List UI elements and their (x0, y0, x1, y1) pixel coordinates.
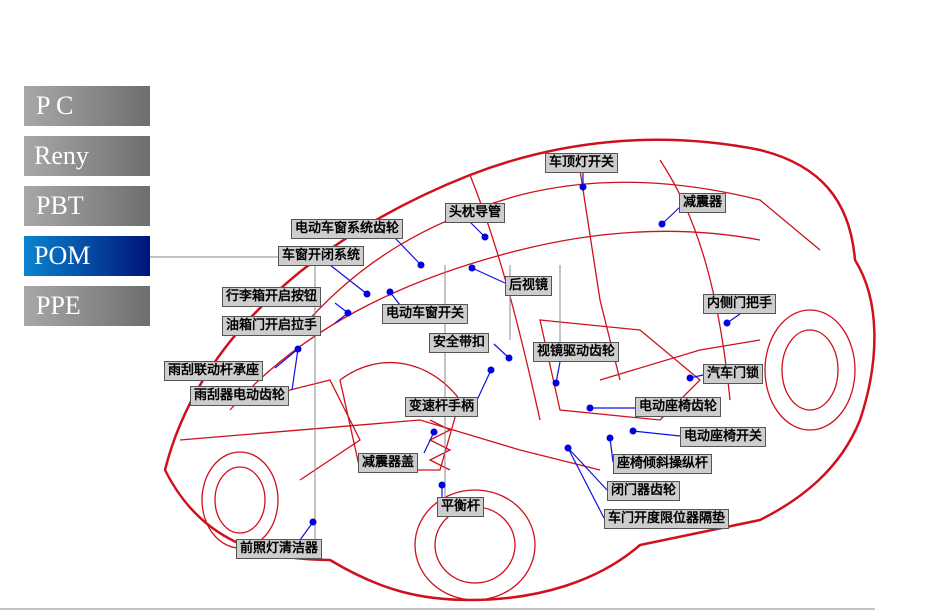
part-label[interactable]: 行李箱开启按钮 (222, 287, 322, 307)
part-label[interactable]: 头枕导管 (445, 203, 506, 223)
part-label[interactable]: 视镜驱动齿轮 (533, 342, 620, 362)
part-label[interactable]: 安全带扣 (429, 333, 490, 353)
part-label[interactable]: 前照灯清洁器 (236, 539, 323, 559)
part-label[interactable]: 电动车窗系统齿轮 (291, 219, 404, 239)
part-label[interactable]: 闭门器齿轮 (607, 481, 681, 501)
part-label[interactable]: 车顶灯开关 (545, 153, 619, 173)
car-outline (163, 138, 876, 602)
guide-lines (0, 256, 875, 610)
part-label[interactable]: 电动座椅开关 (680, 427, 767, 447)
part-label[interactable]: 平衡杆 (437, 497, 485, 517)
part-label[interactable]: 车窗开闭系统 (278, 246, 365, 266)
part-label[interactable]: 内侧门把手 (703, 294, 777, 314)
part-label[interactable]: 电动车窗开关 (382, 304, 469, 324)
part-label[interactable]: 汽车门锁 (703, 364, 764, 384)
material-reny[interactable]: Reny (24, 136, 150, 176)
part-label[interactable]: 雨刮器电动齿轮 (190, 386, 290, 406)
material-pom[interactable]: POM (24, 236, 150, 276)
part-label[interactable]: 电动座椅齿轮 (635, 397, 722, 417)
leader-lines (274, 172, 741, 541)
part-label[interactable]: 减震器 (679, 193, 727, 213)
material-pc[interactable]: P C (24, 86, 150, 126)
part-label[interactable]: 座椅倾斜操纵杆 (613, 454, 713, 474)
part-markers (294, 183, 731, 526)
material-pbt[interactable]: PBT (24, 186, 150, 226)
part-label[interactable]: 车门开度限位器隔垫 (604, 509, 730, 529)
part-label[interactable]: 减震器盖 (358, 453, 419, 473)
part-label[interactable]: 油箱门开启拉手 (222, 316, 322, 336)
part-label[interactable]: 雨刮联动杆承座 (164, 361, 264, 381)
part-label[interactable]: 变速杆手柄 (405, 397, 479, 417)
part-label[interactable]: 后视镜 (505, 276, 553, 296)
material-ppe[interactable]: PPE (24, 286, 150, 326)
